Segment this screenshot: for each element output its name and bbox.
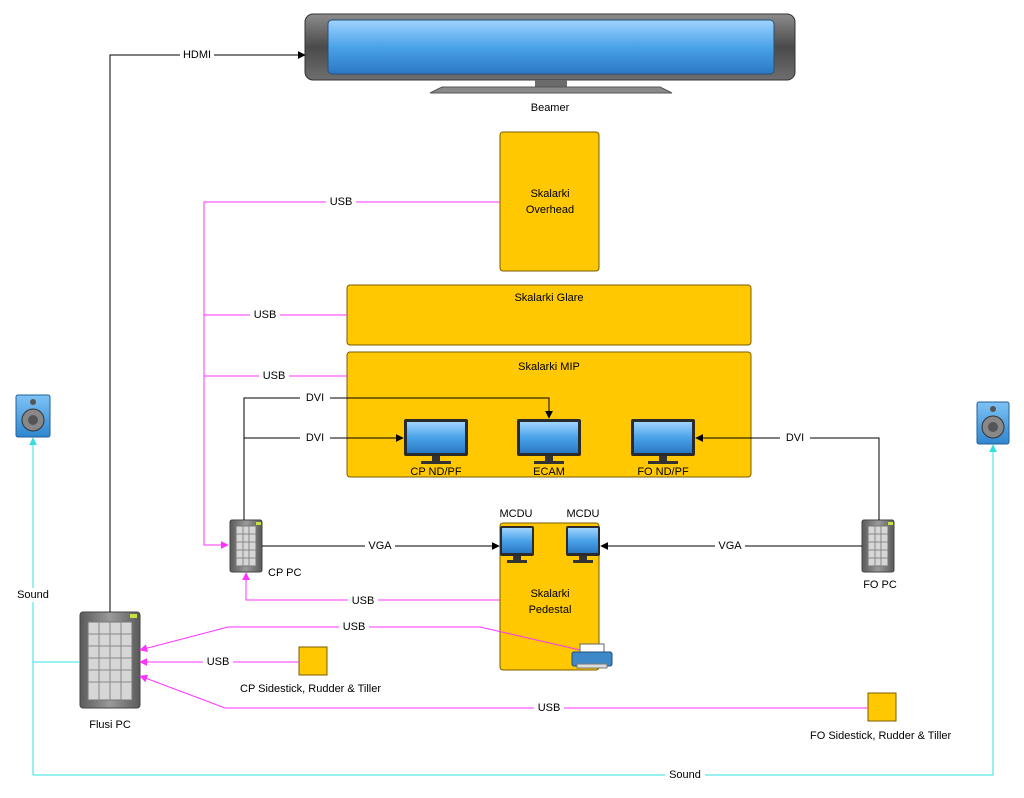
vga-cp-label-bg xyxy=(365,539,395,553)
cp-nd-pf-label: CP ND/PF xyxy=(410,466,461,478)
vga-fo-label: VGA xyxy=(718,540,742,552)
overhead-label-line2: Overhead xyxy=(526,204,574,216)
fo-pc-label: FO PC xyxy=(863,579,897,591)
usb-fo-controls-label: USB xyxy=(538,702,561,714)
mcdu-left-label: MCDU xyxy=(500,508,533,520)
cp-nd-pf-screen-icon xyxy=(404,419,468,464)
sound-bottom-label: Sound xyxy=(669,769,701,781)
usb-mip-label-bg xyxy=(259,369,289,383)
beamer-icon xyxy=(304,13,796,94)
right-speaker-icon xyxy=(976,401,1010,445)
vga-fo-label-bg xyxy=(715,539,745,553)
usb-glare-label-bg xyxy=(250,308,280,322)
usb-pedestal-label-bg xyxy=(348,594,378,608)
dvi-fo-label-bg xyxy=(780,431,810,445)
dvi-ecam-label-bg xyxy=(300,391,330,405)
dvi-cp-label: DVI xyxy=(306,432,324,444)
pedestal-label-line2: Pedestal xyxy=(529,604,572,616)
hdmi-label-bg xyxy=(180,48,214,62)
ecam-label: ECAM xyxy=(533,466,565,478)
usb-printer-label-bg xyxy=(339,620,369,634)
usb-cp-controls-label: USB xyxy=(207,656,230,668)
usb-pedestal-line xyxy=(242,572,500,601)
left-speaker-icon xyxy=(15,394,51,438)
dvi-ecam-line xyxy=(243,397,553,520)
flusi-pc-label: Flusi PC xyxy=(89,719,131,731)
sound-bottom-line xyxy=(32,444,997,776)
pedestal-label-line1: Skalarki xyxy=(530,588,569,600)
cp-controls-label: CP Sidestick, Rudder & Tiller xyxy=(240,683,381,695)
printer-icon xyxy=(571,643,613,669)
usb-overhead-label: USB xyxy=(330,196,353,208)
hdmi-label: HDMI xyxy=(183,49,211,61)
dvi-fo-line xyxy=(695,434,880,520)
usb-mip-label: USB xyxy=(263,370,286,382)
hdmi-line xyxy=(109,51,306,612)
dvi-fo-label: DVI xyxy=(786,432,804,444)
cp-controls-box xyxy=(298,646,328,676)
flusi-pc-tower-icon xyxy=(79,611,141,709)
skalarki-pedestal-panel xyxy=(499,522,600,671)
dvi-cp-label-bg xyxy=(300,431,330,445)
overhead-label-line1: Skalarki xyxy=(530,188,569,200)
fo-nd-pf-screen-icon xyxy=(631,419,695,464)
usb-pedestal-label: USB xyxy=(352,595,375,607)
glare-label: Skalarki Glare xyxy=(514,292,583,304)
sound-left-label: Sound xyxy=(17,589,49,601)
usb-overhead-label-bg xyxy=(326,195,356,209)
fo-pc-tower-icon xyxy=(861,519,895,573)
usb-fo-controls-label-bg xyxy=(534,701,564,715)
cp-pc-label: CP PC xyxy=(268,567,301,579)
mcdu-right-screen-icon xyxy=(566,526,600,563)
fo-controls-box xyxy=(867,692,897,722)
vga-cp-label: VGA xyxy=(368,540,392,552)
ecam-screen-icon xyxy=(517,419,581,464)
usb-cp-controls-label-bg xyxy=(203,655,233,669)
usb-glare-label: USB xyxy=(254,309,277,321)
sound-left-label-bg xyxy=(14,588,52,602)
sound-bottom-label-bg xyxy=(665,768,705,782)
dvi-ecam-label: DVI xyxy=(306,392,324,404)
sound-left-line xyxy=(29,437,80,663)
usb-fo-controls-line xyxy=(139,674,868,709)
cp-pc-tower-icon xyxy=(229,519,263,573)
mcdu-right-label: MCDU xyxy=(567,508,600,520)
usb-printer-label: USB xyxy=(343,621,366,633)
mcdu-left-screen-icon xyxy=(500,526,534,563)
skalarki-overhead-panel xyxy=(499,131,600,272)
fo-nd-pf-label: FO ND/PF xyxy=(637,466,689,478)
beamer-label: Beamer xyxy=(531,102,570,114)
mip-label: Skalarki MIP xyxy=(518,361,580,373)
fo-controls-label: FO Sidestick, Rudder & Tiller xyxy=(810,730,952,742)
